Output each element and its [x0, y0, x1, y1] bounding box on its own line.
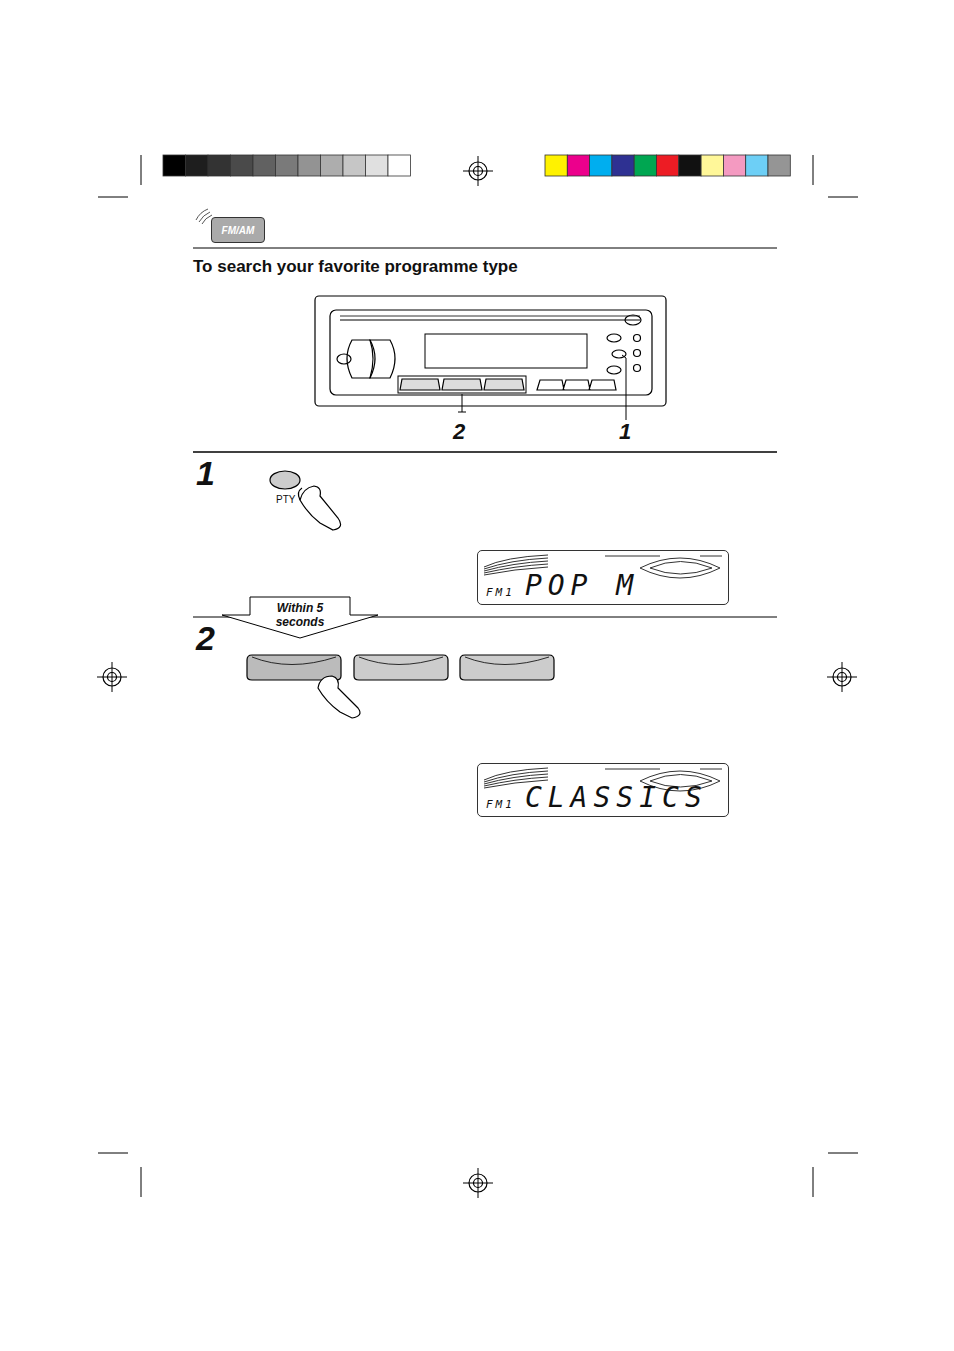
pty-name: POP M	[525, 571, 639, 601]
lcd-display: FM1 CLASSICS	[477, 763, 729, 817]
section-title: To search your favorite programme type	[193, 257, 518, 277]
node-text: Within 5 seconds	[255, 601, 345, 629]
color-bars	[545, 155, 790, 176]
step-number: 2	[196, 619, 215, 658]
source-icon: FM/AM	[211, 217, 265, 243]
band-indicator: FM1	[486, 586, 515, 599]
grey-bars	[163, 155, 411, 176]
node-text: FM/AM	[222, 225, 255, 236]
time-arrow: Within 5 seconds	[250, 598, 350, 628]
rules	[193, 248, 777, 617]
button-label: PTY	[276, 494, 295, 505]
step-number: 1	[196, 454, 215, 493]
pty-button	[270, 471, 341, 530]
crop-marks	[98, 155, 858, 1197]
preset-buttons	[247, 655, 554, 718]
band-indicator: FM1	[486, 798, 515, 811]
arrow-shape	[222, 597, 378, 638]
lcd-display: FM1 POP M	[477, 550, 729, 605]
registration-marks	[97, 156, 857, 1198]
pty-name: CLASSICS	[525, 783, 708, 813]
callout-number: 1	[619, 419, 631, 445]
leader-lines	[458, 355, 626, 420]
faceplate	[315, 296, 666, 406]
callout-number: 2	[453, 419, 465, 445]
radio-waves	[196, 209, 212, 224]
